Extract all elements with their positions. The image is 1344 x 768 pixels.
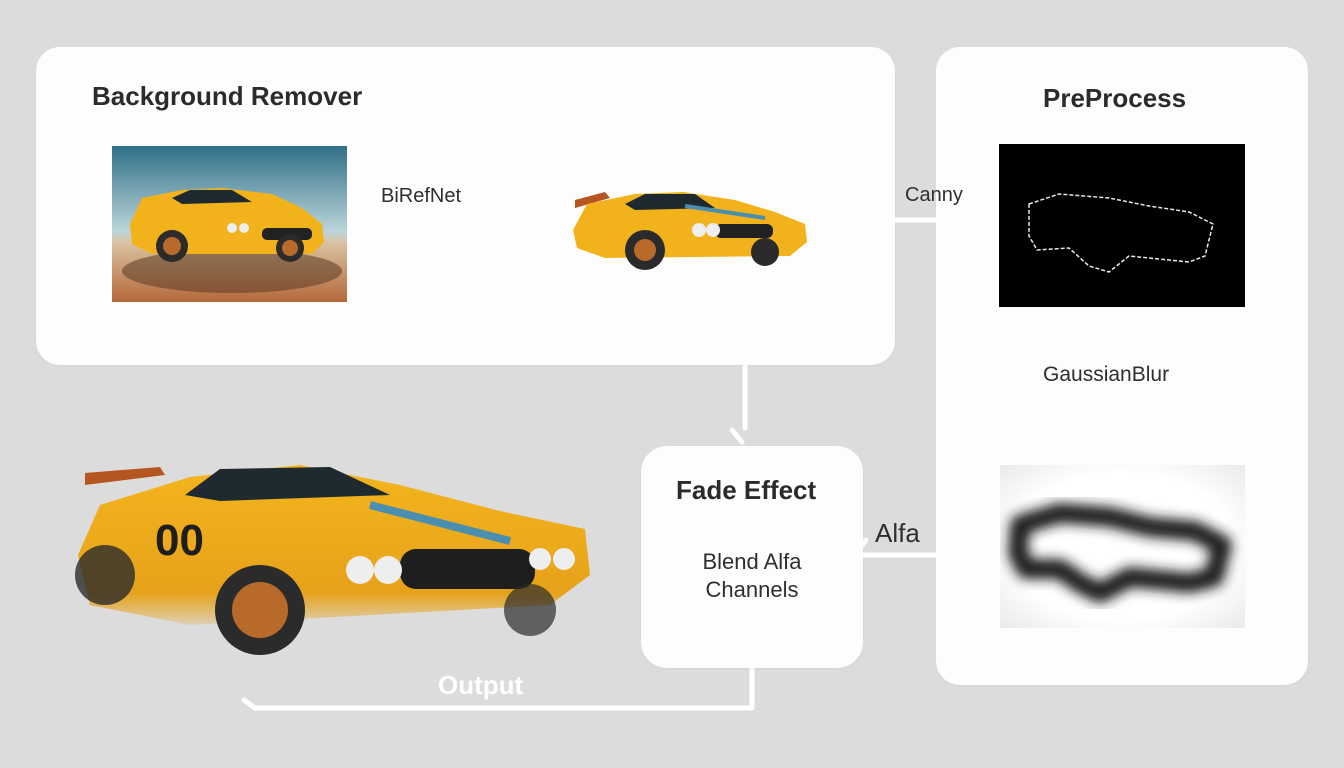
background-remover-title: Background Remover — [92, 81, 363, 111]
preprocess-title: PreProcess — [1043, 83, 1187, 113]
canny-edge-image — [999, 144, 1245, 307]
blend-alfa-description: Blend Alfa Channels — [702, 549, 802, 602]
alfa-label: Alfa — [875, 518, 920, 548]
input-car-image — [112, 146, 347, 302]
output-car-image: 00 — [70, 455, 595, 670]
remover-to-fade-arrowhead — [729, 427, 745, 445]
blurred-mask-image — [1000, 465, 1245, 628]
cutout-car-image — [565, 178, 810, 280]
birefnet-label: BiRefNet — [381, 185, 462, 207]
canny-label: Canny — [905, 184, 963, 206]
output-arrowhead — [241, 697, 258, 711]
fade-effect-title: Fade Effect — [676, 475, 817, 505]
output-label: Output — [438, 670, 524, 700]
svg-text:00: 00 — [155, 516, 204, 565]
gaussianblur-label: GaussianBlur — [1043, 363, 1170, 386]
fade-effect-panel — [641, 446, 863, 668]
